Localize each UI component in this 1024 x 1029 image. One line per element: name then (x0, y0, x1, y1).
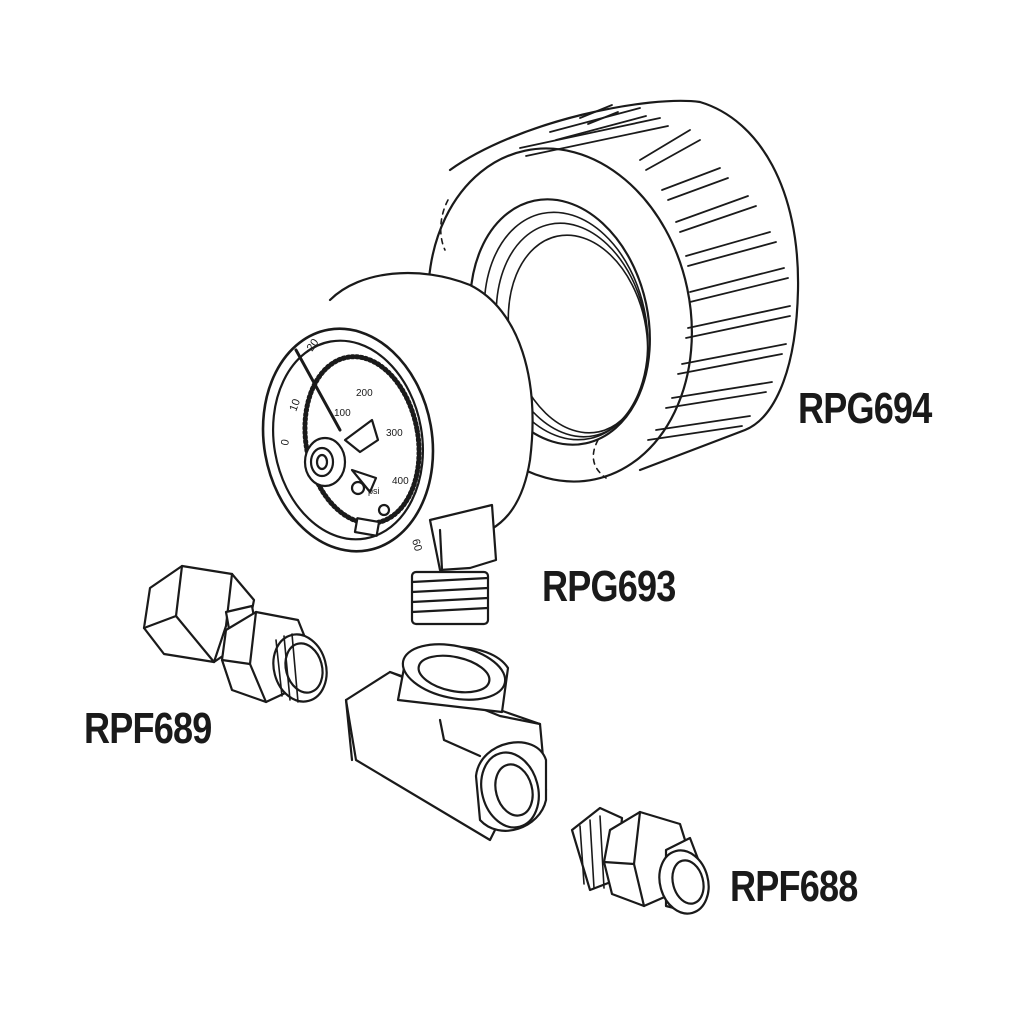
part-number-rpg693: RPG693 (542, 562, 676, 611)
gauge-inner-scale-400: 400 (392, 476, 409, 487)
part-number-rpf688: RPF688 (730, 862, 858, 911)
gauge-outer-scale-20: 20 (305, 337, 322, 354)
knurled-cap-illustration (427, 99, 800, 483)
pressure-gauge-illustration: 0 10 20 60 100 200 300 400 psi (261, 271, 534, 626)
gauge-unit-label: psi (368, 486, 380, 496)
gauge-inner-scale-100: 100 (334, 408, 351, 419)
gauge-outer-scale-0: 0 (279, 438, 292, 446)
cap-knurl-grooves (519, 104, 791, 441)
gauge-inner-scale-200: 200 (356, 388, 373, 399)
part-number-rpg694: RPG694 (798, 384, 932, 433)
tee-fitting-illustration (344, 643, 548, 842)
gauge-outer-scale-10: 10 (288, 397, 303, 413)
adapter-fitting-illustration (142, 564, 328, 704)
hex-nipple-illustration (570, 806, 710, 915)
part-number-rpf689: RPF689 (84, 704, 212, 753)
gauge-outer-scale-60: 60 (409, 538, 424, 553)
gauge-inner-scale-300: 300 (386, 428, 403, 439)
gauge-threaded-stem (410, 570, 490, 626)
gauge-needle (294, 348, 342, 432)
